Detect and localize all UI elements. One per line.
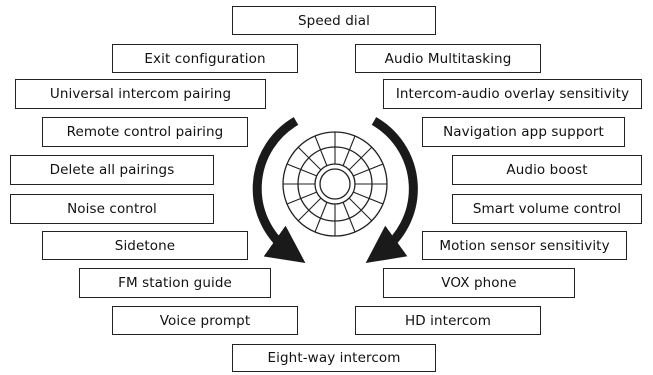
menu-item-remote-control-pairing[interactable]: Remote control pairing [42,117,248,147]
menu-item-smart-volume-control[interactable]: Smart volume control [452,194,642,224]
menu-item-noise-control[interactable]: Noise control [10,194,214,224]
menu-item-exit-configuration[interactable]: Exit configuration [112,44,298,73]
menu-item-navigation-app-support[interactable]: Navigation app support [422,117,625,147]
menu-item-speed-dial[interactable]: Speed dial [232,6,436,35]
jog-dial-icon [282,131,388,237]
menu-item-intercom-audio-overlay-sensitivity[interactable]: Intercom-audio overlay sensitivity [383,79,642,109]
menu-item-audio-multitasking[interactable]: Audio Multitasking [355,44,541,73]
counterclockwise-arrow-icon [252,117,306,263]
menu-item-vox-phone[interactable]: VOX phone [383,268,575,298]
menu-item-hd-intercom[interactable]: HD intercom [355,306,541,335]
menu-item-audio-boost[interactable]: Audio boost [452,155,642,185]
menu-item-motion-sensor-sensitivity[interactable]: Motion sensor sensitivity [422,231,627,260]
menu-item-delete-all-pairings[interactable]: Delete all pairings [10,155,214,185]
menu-item-sidetone[interactable]: Sidetone [42,231,248,260]
menu-item-eight-way-intercom[interactable]: Eight-way intercom [232,344,436,372]
menu-item-voice-prompt[interactable]: Voice prompt [112,306,298,335]
menu-item-universal-intercom-pairing[interactable]: Universal intercom pairing [15,79,266,109]
menu-item-fm-station-guide[interactable]: FM station guide [79,268,271,298]
clockwise-arrow-icon [365,117,418,264]
